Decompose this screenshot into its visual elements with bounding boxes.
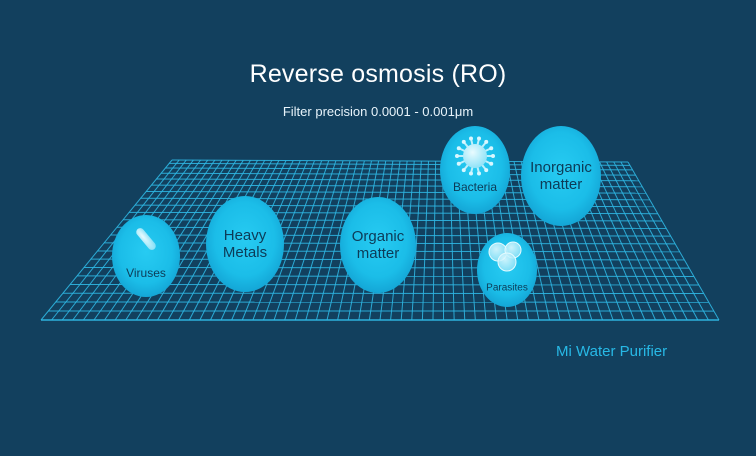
heavy-metals-bubble — [206, 196, 284, 292]
inorganic-matter-label: Inorganic matter — [530, 158, 592, 193]
viruses-bubble — [112, 215, 180, 297]
viruses-label: Viruses — [126, 266, 166, 281]
inorganic-matter-bubble — [521, 126, 601, 226]
spiky-cell-icon — [455, 136, 495, 176]
contaminant-bubbles — [112, 126, 601, 307]
bacteria-bubble — [440, 126, 510, 214]
bacteria-label: Bacteria — [452, 180, 498, 195]
heavy-metals-label: Heavy Metals — [222, 226, 268, 261]
brand-label: Mi Water Purifier — [556, 343, 668, 360]
rod-microbe-icon — [136, 228, 156, 250]
filter-precision-subtitle: Filter precision 0.0001 - 0.001μm — [282, 104, 474, 119]
organic-matter-label: Organic matter — [351, 227, 405, 262]
organic-matter-bubble — [340, 197, 416, 293]
parasites-label: Parasites — [486, 282, 528, 294]
cell-cluster-icon — [488, 241, 522, 272]
page-title: Reverse osmosis (RO) — [249, 60, 507, 88]
